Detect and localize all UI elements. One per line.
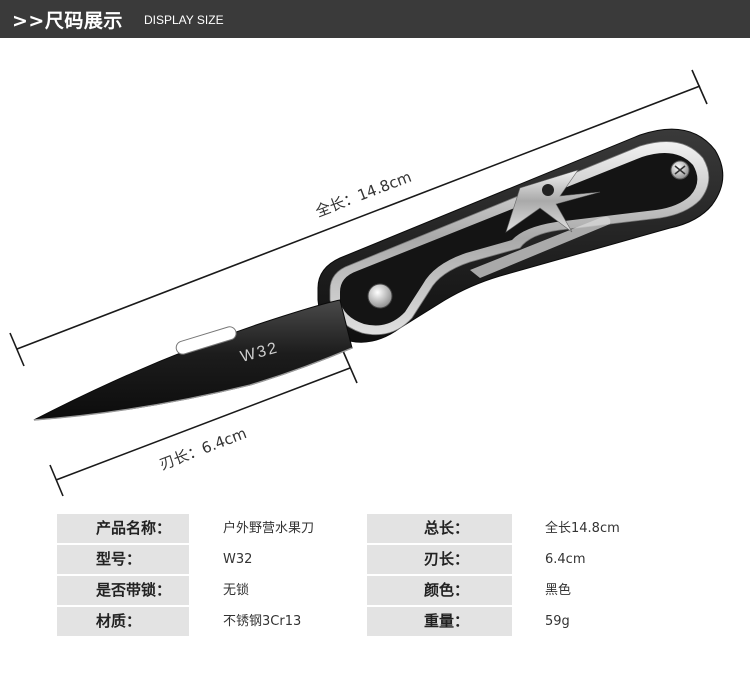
spec-value-box	[512, 607, 690, 636]
spec-value: 全长14.8cm	[545, 521, 620, 536]
knife-handle-inlay	[340, 152, 698, 326]
spec-value-box	[189, 514, 367, 543]
thumb-stud-icon	[367, 283, 393, 309]
spec-label: 产品名称：	[96, 519, 172, 537]
spec-value: 6.4cm	[545, 552, 586, 567]
spec-value: 59g	[545, 614, 570, 629]
spec-label: 总长：	[424, 519, 470, 537]
spec-label: 重量：	[424, 612, 470, 630]
spec-value-box	[189, 607, 367, 636]
spec-value: 不锈钢3Cr13	[223, 614, 302, 629]
spec-value-box	[512, 576, 690, 605]
spec-value: 黑色	[545, 583, 572, 598]
section-subtitle: DISPLAY SIZE	[144, 13, 224, 27]
spec-value-box	[512, 545, 690, 574]
knife-frame-slot	[470, 216, 611, 278]
spec-value: W32	[223, 552, 253, 567]
spec-label: 型号：	[96, 550, 142, 568]
spec-row: 材质： 不锈钢3Cr13 重量： 59g	[57, 607, 690, 636]
blade-length-label: 刃长：6.4cm	[157, 424, 249, 474]
spec-row: 是否带锁： 无锁 颜色： 黑色	[57, 576, 690, 605]
spec-row: 型号： W32 刃长： 6.4cm	[57, 545, 690, 574]
section-header: >>尺码展示 DISPLAY SIZE	[0, 0, 750, 38]
spec-row: 产品名称： 户外野营水果刀 总长： 全长14.8cm	[57, 514, 690, 543]
star-decoration-icon	[505, 169, 601, 233]
spec-value: 无锁	[223, 583, 250, 598]
knife-blade	[33, 299, 353, 421]
spec-table: 产品名称： 户外野营水果刀 总长： 全长14.8cm 型号： W32 刃长： 6…	[57, 514, 690, 638]
total-length-label: 全长：14.8cm	[313, 168, 414, 221]
spec-value-box	[189, 545, 367, 574]
spec-label: 颜色：	[424, 581, 470, 599]
spec-value: 户外野营水果刀	[223, 521, 315, 536]
spec-value-box	[189, 576, 367, 605]
section-title: >>尺码展示	[12, 10, 123, 32]
total-length-dimension	[9, 69, 708, 367]
blade-length-dimension	[49, 350, 358, 497]
pivot-screw-icon	[670, 160, 690, 180]
spec-value-box	[512, 514, 690, 543]
spec-label: 材质：	[96, 612, 142, 630]
blade-edge	[33, 347, 353, 421]
knife-illustration: 全长：14.8cm 刃长：6.4cm W32	[9, 69, 724, 497]
spec-label: 是否带锁：	[96, 581, 172, 599]
blade-thumb-slot	[175, 326, 237, 355]
spec-label: 刃长：	[424, 550, 470, 568]
